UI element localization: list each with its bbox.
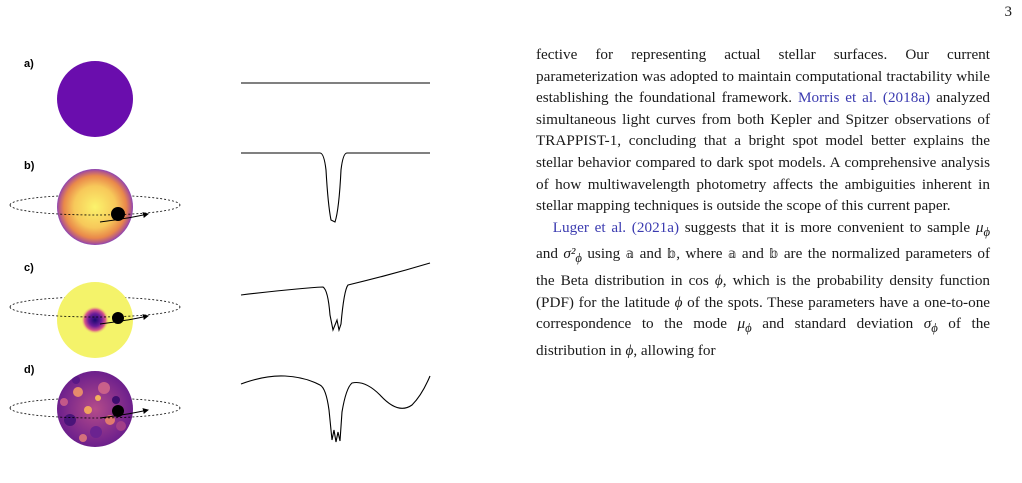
figure: a) b) c) d) (0, 0, 500, 483)
symbol-b: 𝕓 (666, 247, 677, 263)
math-phi: ϕ (674, 293, 683, 311)
math-mu: μϕ (975, 218, 991, 239)
phi-sub: ϕ (575, 251, 582, 266)
citation-luger[interactable]: Luger et al. (2021a) (552, 218, 680, 236)
p2-d: of the spots. These parameters have a on… (536, 293, 991, 333)
sigma-symbol: σ (923, 315, 932, 333)
citation-luger-author[interactable]: Luger et al. (552, 218, 627, 236)
p2-c: , which is the probability density funct… (536, 272, 991, 311)
paragraph-2: Luger et al. (2021a) suggests that it is… (536, 217, 990, 362)
phi-sub: ϕ (931, 321, 938, 336)
planet-arrow-b (99, 212, 149, 223)
citation-morris-year[interactable]: 2018a (887, 89, 926, 107)
phi-sub: ϕ (983, 224, 991, 239)
p2-where: , where (676, 245, 723, 263)
symbol-a: 𝕒 (727, 247, 737, 263)
star-mottling (60, 376, 126, 442)
page-number: 3 (1004, 4, 1013, 20)
math-sigma2: σ² (563, 245, 576, 263)
mu-symbol: μ (737, 315, 746, 333)
panel-label-b: b) (24, 160, 35, 172)
math-phi: ϕ (714, 272, 723, 289)
spot-star-group (9, 282, 181, 358)
light-curve-d (240, 375, 431, 443)
limb-darkened-star-group (9, 169, 181, 245)
p2-and: and (639, 245, 662, 263)
panel-label-c: c) (24, 262, 34, 274)
text-column: fective for representing actual stellar … (536, 44, 990, 361)
paragraph-1-text: fective for representing actual stellar … (536, 46, 990, 107)
uniform-star (57, 61, 133, 137)
planet-b (111, 207, 125, 221)
light-curve-c (240, 262, 431, 333)
citation-luger-year[interactable]: 2021a (636, 218, 674, 236)
math-mu: μϕ (737, 315, 752, 336)
citation-morris[interactable]: Morris et al. (2018a) (798, 89, 931, 107)
p2-using: using (587, 245, 621, 263)
p2-and: and (536, 245, 558, 263)
math-phi: ϕ (625, 341, 634, 359)
symbol-b: 𝕓 (769, 247, 779, 263)
mu-symbol: μ (975, 218, 984, 236)
limb-darkened-star (57, 169, 133, 245)
citation-morris-author[interactable]: Morris et al. (798, 89, 877, 107)
planet-d (112, 405, 124, 417)
planet-arrow-d (99, 408, 149, 419)
spotted-star-group (9, 371, 181, 447)
math-sigma: σϕ (923, 315, 938, 336)
light-curve-b (241, 152, 430, 223)
p2-and: and (741, 245, 764, 263)
p2-g: , allowing for (633, 341, 716, 359)
panel-label-d: d) (24, 364, 35, 376)
panel-label-a: a) (24, 58, 34, 70)
paragraph-1: fective for representing actual stellar … (536, 44, 990, 217)
phi-sub: ϕ (745, 321, 752, 336)
paragraph-1-rest: analyzed simultaneous light curves from … (536, 89, 991, 215)
p2-a: suggests that it is more convenient to s… (684, 218, 971, 236)
p2-b: are the normalized parameters of the Bet… (536, 245, 991, 289)
planet-arrow-c (99, 314, 149, 325)
dark-spot (81, 306, 109, 334)
symbol-a: 𝕒 (625, 247, 635, 263)
p2-f: of the distribution in (536, 315, 991, 359)
figure-graphics (9, 61, 431, 447)
p2-e: and standard deviation (762, 315, 914, 333)
